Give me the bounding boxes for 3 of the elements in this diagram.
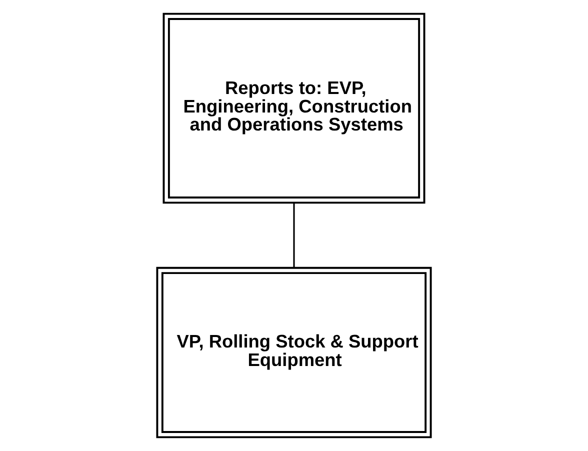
- connector: [293, 203, 295, 268]
- node-box: VP, Rolling Stock & Support Equipment: [156, 266, 432, 438]
- node-box: Reports to: EVP, Engineering, Construction and Operations Systems: [162, 12, 426, 204]
